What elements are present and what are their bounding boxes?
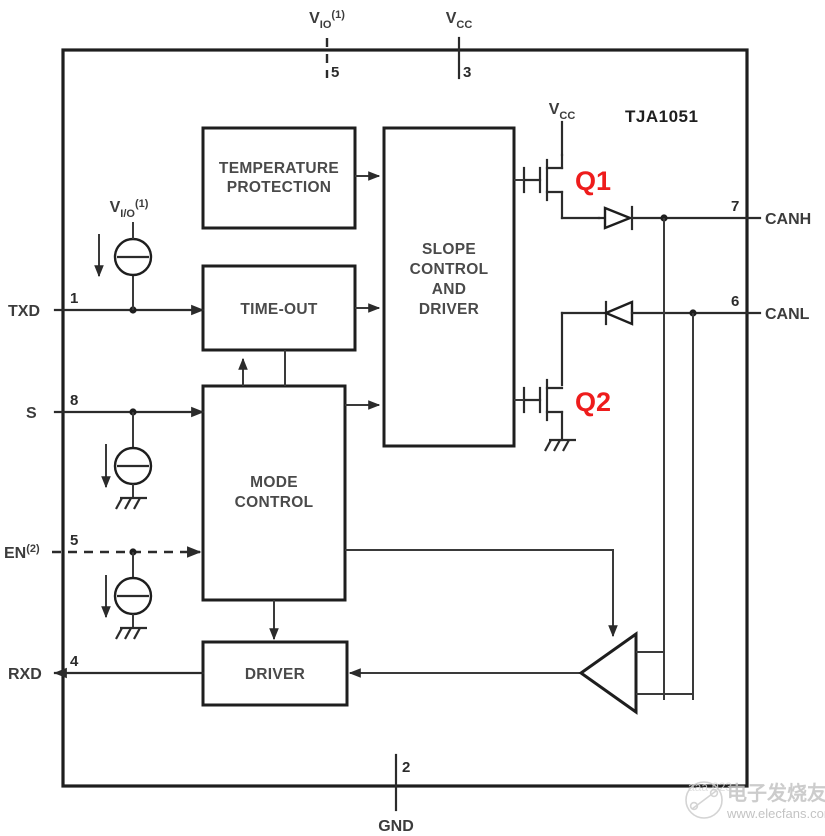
pin-gnd: 2 GND bbox=[378, 753, 414, 835]
block-label-temperature-protection-line2: PROTECTION bbox=[227, 179, 332, 196]
pin-rxd: RXD 4 bbox=[8, 653, 205, 683]
watermark: aaa-023 电子发烧友 www.elecfans.com bbox=[685, 780, 825, 821]
block-label-temperature-protection-line1: TEMPERATURE bbox=[219, 160, 339, 177]
watermark-site: www.elecfans.com bbox=[726, 806, 825, 821]
internal-supply-label-vio-txd: VI/O(1) bbox=[110, 198, 149, 220]
diode-canl bbox=[560, 300, 695, 326]
watermark-logo-icon bbox=[685, 781, 723, 819]
block-label-time-out: TIME-OUT bbox=[240, 301, 318, 318]
comparator-receiver bbox=[578, 631, 693, 715]
block-driver: DRIVER bbox=[201, 640, 349, 707]
current-source-txd-pullup: VI/O(1) bbox=[94, 198, 153, 310]
block-label-mode-control-line1: MODE bbox=[250, 474, 298, 491]
pin-label-canl: CANL bbox=[765, 306, 810, 323]
pin-label-rxd: RXD bbox=[8, 666, 42, 683]
pin-number-4: 4 bbox=[70, 653, 79, 670]
block-slope-control-and-driver: SLOPE CONTROL AND DRIVER bbox=[382, 126, 516, 448]
current-source-en-pulldown bbox=[101, 552, 153, 640]
pin-txd: TXD 1 bbox=[8, 290, 205, 320]
block-time-out: TIME-OUT bbox=[201, 264, 357, 352]
current-source-s-pulldown bbox=[101, 412, 153, 510]
pin-number-2: 2 bbox=[402, 759, 410, 776]
block-label-slope-line4: DRIVER bbox=[419, 301, 479, 318]
transistor-q1: VCC Q1 bbox=[514, 101, 611, 220]
block-temperature-protection: TEMPERATURE PROTECTION bbox=[201, 126, 357, 230]
pin-number-5-top: 5 bbox=[331, 64, 339, 81]
watermark-cn-text: 电子发烧友 bbox=[727, 781, 825, 805]
block-label-slope-line1: SLOPE bbox=[422, 241, 476, 258]
transistor-label-q2: Q2 bbox=[575, 387, 611, 417]
supply-label-vio: VIO(1) bbox=[309, 9, 345, 31]
transistor-q2: Q2 bbox=[514, 311, 611, 452]
ground-symbol-en bbox=[115, 626, 147, 640]
pin-en: EN(2) 5 bbox=[4, 532, 202, 562]
pin-label-txd: TXD bbox=[8, 303, 40, 320]
pin-canl: 6 CANL bbox=[689, 293, 810, 323]
transistor-label-q1: Q1 bbox=[575, 166, 611, 196]
part-number-label: TJA1051 bbox=[625, 107, 698, 126]
pin-number-6: 6 bbox=[731, 293, 739, 310]
pin-label-s: S bbox=[26, 405, 37, 422]
pin-label-gnd: GND bbox=[378, 818, 414, 835]
diode-canh bbox=[597, 205, 666, 231]
pin-number-5-left: 5 bbox=[70, 532, 78, 549]
block-mode-control: MODE CONTROL bbox=[201, 384, 347, 602]
pin-s: S 8 bbox=[26, 392, 205, 422]
supply-pin-vio: VIO(1) 5 bbox=[309, 9, 345, 81]
block-label-slope-line2: CONTROL bbox=[410, 261, 489, 278]
block-label-slope-line3: AND bbox=[432, 281, 466, 298]
pin-number-8: 8 bbox=[70, 392, 78, 409]
wire-modecontrol-to-comparator-enable bbox=[345, 549, 618, 638]
ic-package-outline bbox=[61, 48, 749, 788]
pin-number-7: 7 bbox=[731, 198, 739, 215]
block-label-mode-control-line2: CONTROL bbox=[235, 494, 314, 511]
supply-label-vcc: VCC bbox=[446, 10, 473, 31]
supply-pin-vcc: VCC 3 bbox=[446, 10, 473, 81]
pin-number-3-top: 3 bbox=[463, 64, 471, 81]
ground-symbol-s bbox=[115, 496, 147, 510]
pin-number-1: 1 bbox=[70, 290, 78, 307]
pin-canh: 7 CANH bbox=[660, 198, 811, 228]
watermark-code: aaa-023 bbox=[688, 780, 732, 794]
block-label-driver: DRIVER bbox=[245, 666, 305, 683]
ground-symbol-q2 bbox=[544, 438, 576, 452]
pin-label-canh: CANH bbox=[765, 211, 811, 228]
supply-label-vcc-q1: VCC bbox=[549, 101, 576, 122]
pin-label-en: EN(2) bbox=[4, 543, 40, 562]
